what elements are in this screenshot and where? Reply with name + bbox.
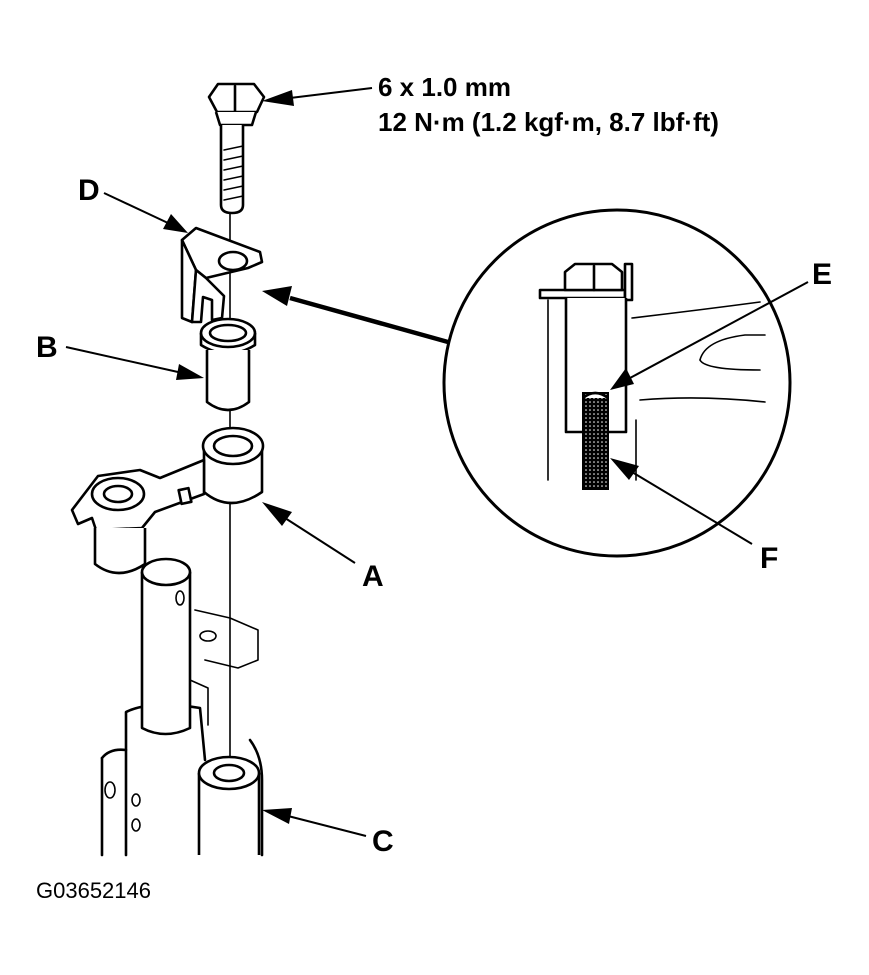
label-e: E xyxy=(812,258,832,291)
leader-e xyxy=(610,281,809,390)
leader-c xyxy=(262,808,367,837)
bolt xyxy=(207,82,266,215)
retaining-clip-d xyxy=(180,226,264,324)
figure-code: G03652146 xyxy=(36,878,151,903)
shift-arm-a xyxy=(70,426,265,575)
detail-pointer-arrow xyxy=(262,286,449,345)
leader-b xyxy=(65,346,204,380)
pin-c xyxy=(197,755,261,855)
shift-shaft xyxy=(140,557,259,736)
label-a: A xyxy=(362,560,384,593)
bolt-size-label: 6 x 1.0 mm xyxy=(378,72,511,102)
leader-d xyxy=(103,192,188,233)
label-b: B xyxy=(36,331,58,364)
detail-view-contents xyxy=(538,262,766,490)
leader-a xyxy=(262,502,356,564)
label-f: F xyxy=(760,542,778,575)
collar-b xyxy=(199,317,257,412)
bolt-torque-label: 12 N·m (1.2 kgf·m, 8.7 lbf·ft) xyxy=(378,107,719,137)
leader-f xyxy=(610,458,753,545)
label-d: D xyxy=(78,174,100,207)
leader-bolt xyxy=(262,87,373,106)
label-c: C xyxy=(372,825,394,858)
